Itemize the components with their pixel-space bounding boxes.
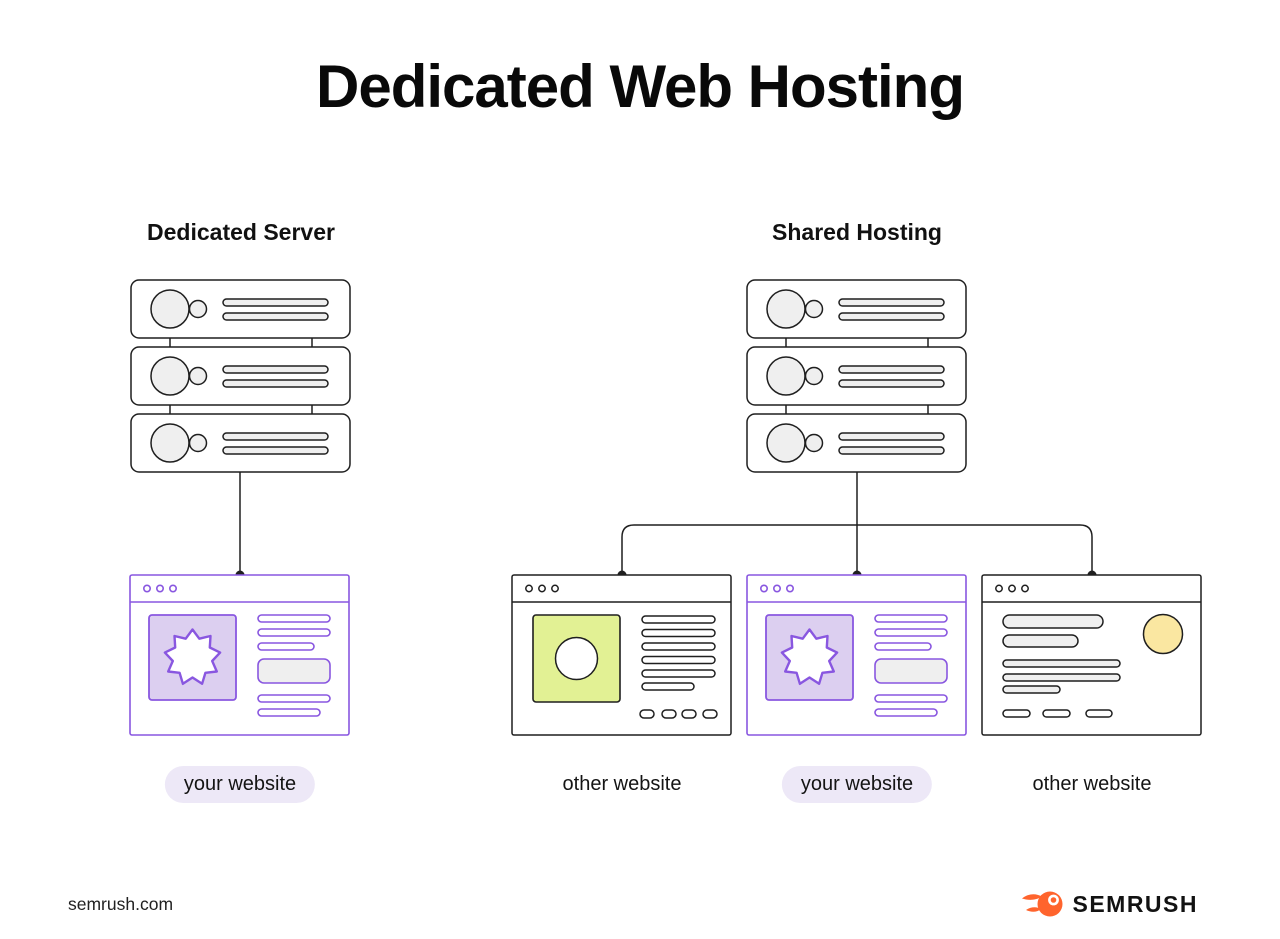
heading-placeholders	[1002, 614, 1104, 648]
shared-hosting-heading: Shared Hosting	[772, 219, 942, 245]
shared-hosting-group	[511, 280, 1202, 736]
server-rack-icon	[131, 280, 350, 472]
brand-name: SEMRUSH	[1072, 890, 1198, 917]
connector-shared-branches	[621, 524, 1093, 573]
text-line-placeholders	[1002, 659, 1121, 694]
your-website-window	[747, 575, 966, 735]
your-website-window	[130, 575, 349, 735]
other-website-window-1	[511, 574, 732, 736]
your-website-label: your website	[164, 766, 316, 803]
brand-logo: SEMRUSH	[1022, 889, 1198, 919]
semrush-flame-icon	[1022, 891, 1063, 917]
footer-site-url: semrush.com	[68, 894, 174, 914]
page-title: Dedicated Web Hosting	[316, 53, 965, 120]
dedicated-server-heading: Dedicated Server	[147, 219, 335, 245]
text-line-placeholders	[641, 615, 716, 691]
server-rack-icon	[747, 280, 966, 472]
tag-placeholders	[1002, 709, 1113, 718]
avatar-placeholder	[1142, 613, 1184, 655]
hero-image-placeholder	[532, 614, 621, 703]
other-website-label-2: other website	[1032, 773, 1152, 795]
your-website-label-shared: your website	[781, 766, 933, 803]
other-website-window-2	[981, 574, 1202, 736]
nav-dots-placeholder	[639, 709, 718, 719]
dedicated-server-group	[130, 280, 350, 735]
other-website-label-1: other website	[562, 773, 682, 795]
